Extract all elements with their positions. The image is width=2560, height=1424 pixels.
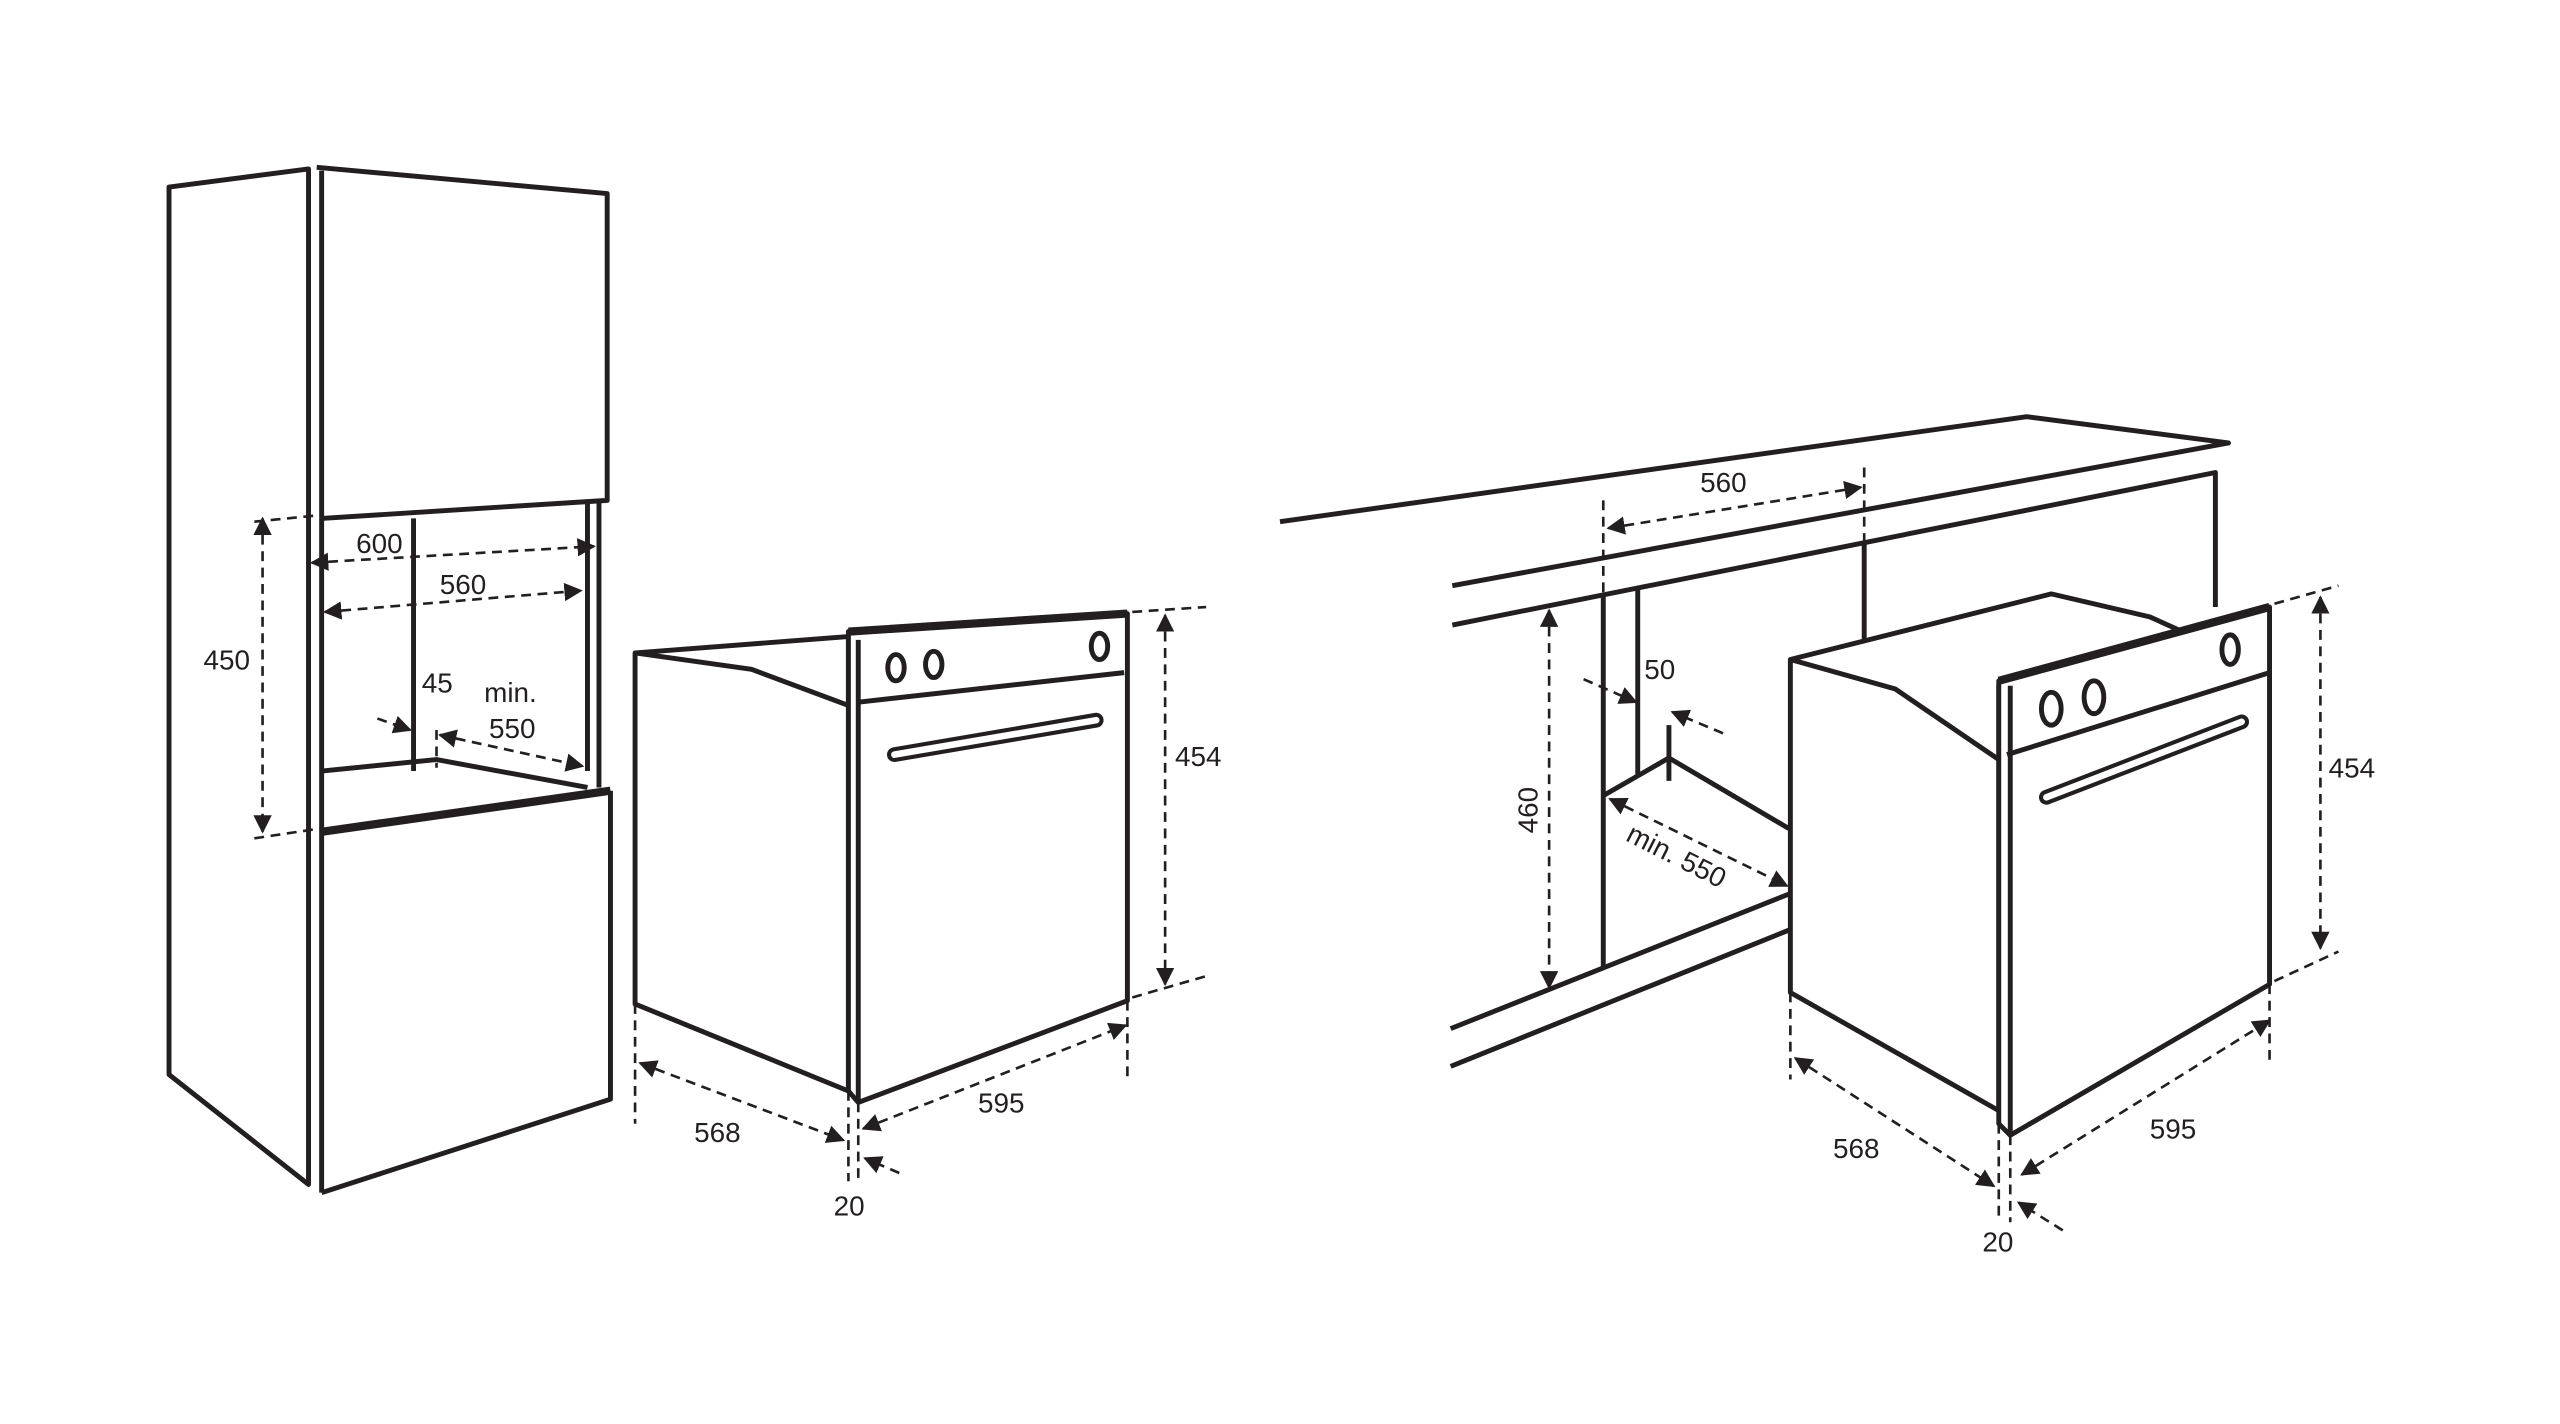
knob-icon xyxy=(923,648,945,681)
dim-min-550-label: min. 550 xyxy=(1622,818,1731,894)
dim-20-label: 20 xyxy=(834,1191,865,1222)
tall-cabinet xyxy=(166,164,613,1196)
right-oven-dimensions: 454 568 595 20 xyxy=(1789,584,2376,1258)
knob-icon xyxy=(885,652,907,684)
dim-600-label: 600 xyxy=(356,528,403,559)
knob-icon xyxy=(2219,632,2241,667)
dim-454-label: 454 xyxy=(2329,753,2376,784)
left-oven-dimensions: 454 568 595 20 xyxy=(633,605,1222,1222)
dim-568-label: 568 xyxy=(694,1117,741,1148)
right-oven xyxy=(1787,591,2272,1138)
knob-icon xyxy=(1088,630,1111,662)
dim-595-label: 595 xyxy=(2150,1114,2197,1145)
dim-20-label: 20 xyxy=(1982,1227,2013,1258)
dim-460-label: 460 xyxy=(1513,787,1544,834)
dim-min-label: min. xyxy=(484,677,537,708)
dim-50-label: 50 xyxy=(1644,654,1675,685)
dim-45-label: 45 xyxy=(422,667,453,698)
dim-550-label: 550 xyxy=(489,713,536,744)
knob-icon xyxy=(2038,689,2064,728)
knob-icon xyxy=(2081,678,2107,717)
dim-568-label: 568 xyxy=(1833,1133,1880,1164)
left-cabinet-dimensions: 450 600 560 45 min. 550 xyxy=(203,513,596,840)
dim-560-label: 560 xyxy=(440,569,487,600)
dim-595-label: 595 xyxy=(978,1087,1025,1118)
dim-560-label: 560 xyxy=(1700,467,1747,498)
left-oven xyxy=(632,609,1130,1105)
dim-450-label: 450 xyxy=(203,644,250,675)
dim-454-label: 454 xyxy=(1175,741,1222,772)
